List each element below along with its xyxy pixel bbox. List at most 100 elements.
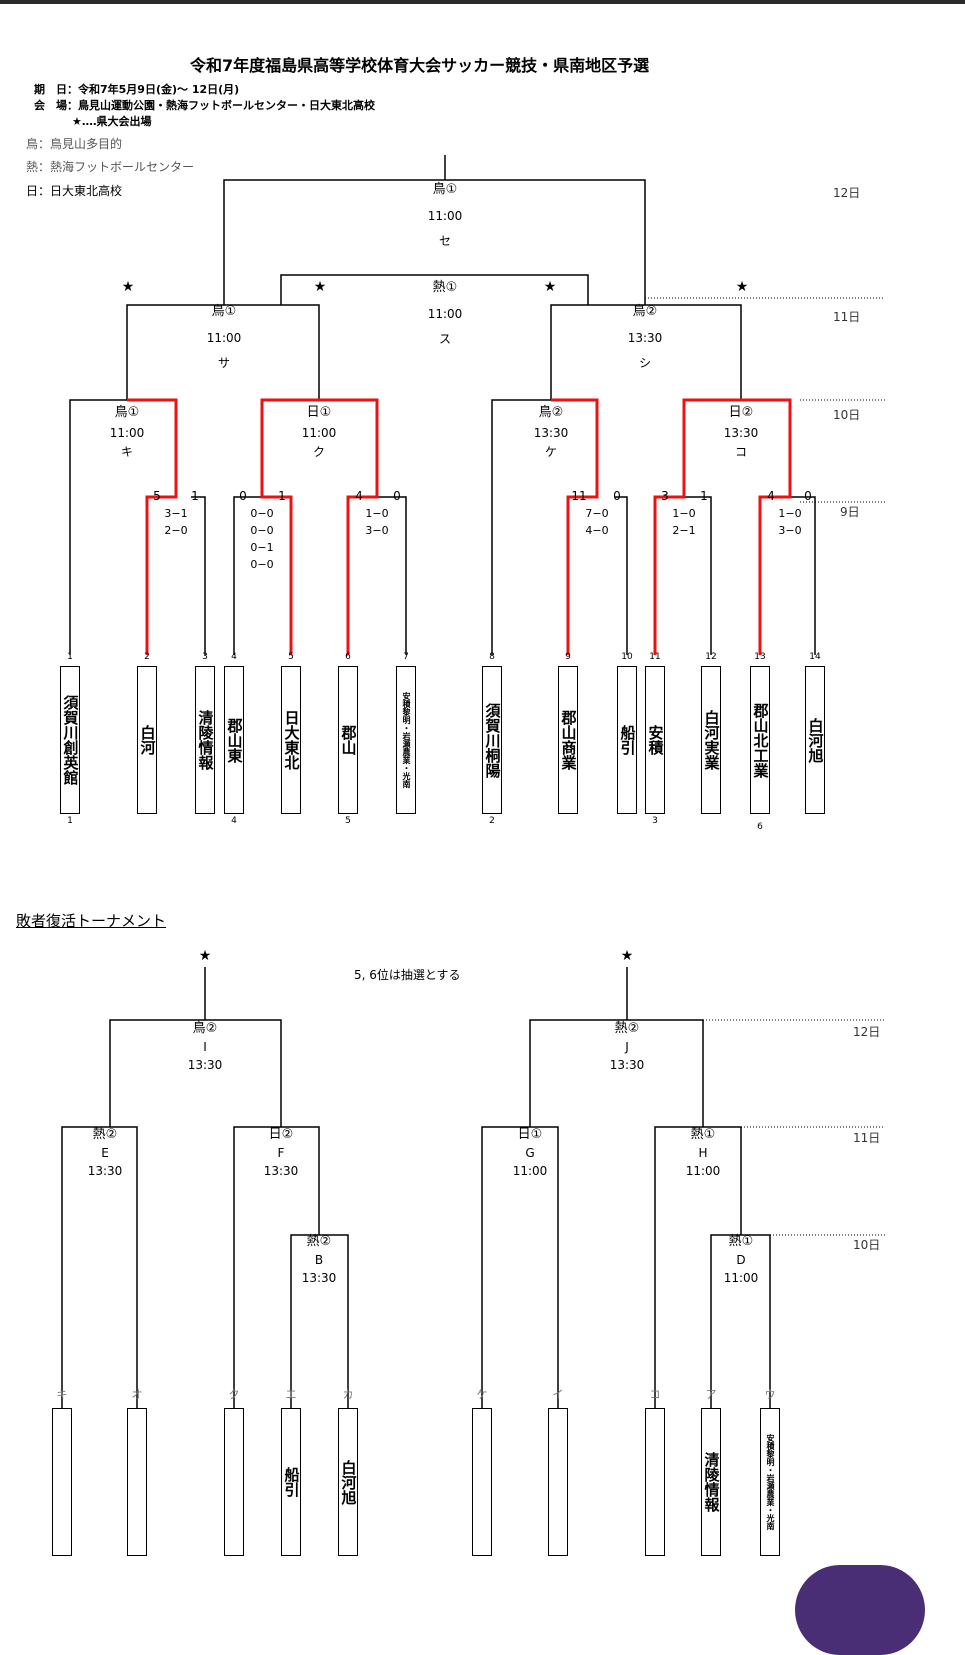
cons-slot-code: キ (56, 1388, 68, 1401)
team-box: 須賀川桐陽 (482, 666, 502, 814)
match-score-left: 5 (153, 489, 161, 503)
cons-slot-code: ア (705, 1388, 717, 1401)
team-name: 清陵情報 (702, 1452, 721, 1512)
team-box: 船引 (617, 666, 637, 814)
team-name: 郡山商業 (559, 710, 578, 770)
cons-semi-code: H (698, 1146, 708, 1160)
match-half-score: 2−1 (672, 524, 696, 537)
day-label-11: 11日 (833, 310, 861, 324)
team-name: 船引 (618, 725, 637, 755)
team-name: 白河実業 (702, 710, 721, 770)
match-half-score: 4−0 (585, 524, 609, 537)
star-icon: ★ (620, 948, 634, 964)
team-box: 須賀川創英館 (60, 666, 80, 814)
seed-number: 6 (757, 822, 763, 832)
slot-number: 4 (231, 652, 237, 662)
star-icon: ★ (198, 948, 212, 964)
cons-semi-code: G (525, 1146, 535, 1160)
seed-number: 1 (67, 816, 73, 826)
semi-venue: 鳥② (632, 304, 658, 319)
seed-number: 4 (231, 816, 237, 826)
cons-semi-time: 13:30 (263, 1164, 299, 1178)
slot-number: 10 (621, 652, 633, 662)
slot-number: 5 (288, 652, 294, 662)
match-half-score: 0−0 (250, 507, 274, 520)
team-name: 郡山 (339, 725, 358, 755)
cons-semi-code: F (277, 1146, 285, 1160)
cons-team-box: 船引 (281, 1408, 301, 1556)
slot-number: 7 (403, 652, 409, 662)
match-score-right: 1 (278, 489, 286, 503)
day-label-12: 12日 (833, 186, 861, 200)
cons-slot-code: オ (131, 1388, 143, 1401)
slot-number: 11 (649, 652, 661, 662)
team-box: 白河 (137, 666, 157, 814)
team-name: 安積黎明・岩瀬農業・光南 (766, 1434, 775, 1530)
team-box: 安積 (645, 666, 665, 814)
cons-semi-venue: 熱② (92, 1127, 118, 1142)
cons-final-code: I (203, 1040, 207, 1054)
qf-code: ケ (544, 445, 557, 459)
match-score-right: 0 (804, 489, 812, 503)
team-name: 郡山北工業 (751, 702, 770, 778)
seed-number: 2 (489, 816, 495, 826)
semi-code: サ (217, 356, 230, 370)
qf-code: キ (120, 445, 133, 459)
seed-number: 5 (345, 816, 351, 826)
cons-semi-venue: 日② (268, 1127, 294, 1142)
day-label-11: 11日 (853, 1131, 881, 1145)
consolation-note: 5, 6位は抽選とする (354, 968, 461, 982)
team-name: 須賀川桐陽 (483, 702, 502, 778)
team-name: 白河 (138, 725, 157, 755)
legend-tori: 鳥：鳥見山多目的 (26, 137, 123, 151)
cons-team-box (472, 1408, 492, 1556)
match-half-score: 0−1 (250, 541, 274, 554)
match-half-score: 3−0 (778, 524, 802, 537)
qf-venue: 日② (728, 405, 754, 420)
team-name: 清陵情報 (196, 710, 215, 770)
qf-time: 13:30 (723, 426, 759, 440)
cons-r1-code: D (736, 1253, 746, 1267)
slot-number: 8 (489, 652, 495, 662)
final-venue: 鳥① (432, 182, 458, 197)
team-name: 白河旭 (339, 1459, 358, 1505)
legend-atami: 熱：熱海フットボールセンター (26, 160, 195, 174)
match-score-right: 1 (191, 489, 199, 503)
semi-time: 13:30 (627, 331, 663, 345)
cons-semi-venue: 日① (517, 1127, 543, 1142)
cons-final-time: 13:30 (187, 1058, 223, 1072)
floating-action-button[interactable] (795, 1565, 925, 1655)
cons-team-box (52, 1408, 72, 1556)
slot-number: 3 (202, 652, 208, 662)
team-name: 安積 (646, 725, 665, 755)
semi-time: 11:00 (206, 331, 242, 345)
cons-slot-code: コ (649, 1388, 661, 1401)
star-icon: ★ (735, 279, 749, 295)
slot-number: 6 (345, 652, 351, 662)
star-icon: ★ (121, 279, 135, 295)
day-label-12: 12日 (853, 1025, 881, 1039)
qf-venue: 鳥② (538, 405, 564, 420)
team-box: 清陵情報 (195, 666, 215, 814)
main-bracket-lines (69, 155, 885, 655)
third-venue: 熱① (432, 280, 458, 295)
third-code: ス (438, 332, 451, 346)
team-name: 郡山東 (225, 717, 244, 763)
semi-code: シ (638, 356, 651, 370)
slot-number: 1 (67, 652, 73, 662)
cons-r1-code: B (314, 1253, 324, 1267)
cons-team-box: 清陵情報 (701, 1408, 721, 1556)
cons-final-venue: 鳥② (192, 1021, 218, 1036)
cons-r1-venue: 熱① (728, 1234, 754, 1249)
cons-r1-venue: 熱② (306, 1234, 332, 1249)
third-time: 11:00 (427, 307, 463, 321)
cons-slot-code: イ (552, 1388, 564, 1401)
cons-team-box (127, 1408, 147, 1556)
match-half-score: 1−0 (672, 507, 696, 520)
match-score-right: 1 (700, 489, 708, 503)
consolation-bracket-lines (61, 967, 885, 1408)
match-score-right: 0 (393, 489, 401, 503)
match-half-score: 0−0 (250, 524, 274, 537)
consolation-title: 敗者復活トーナメント (16, 912, 167, 930)
top-bar (0, 0, 965, 4)
